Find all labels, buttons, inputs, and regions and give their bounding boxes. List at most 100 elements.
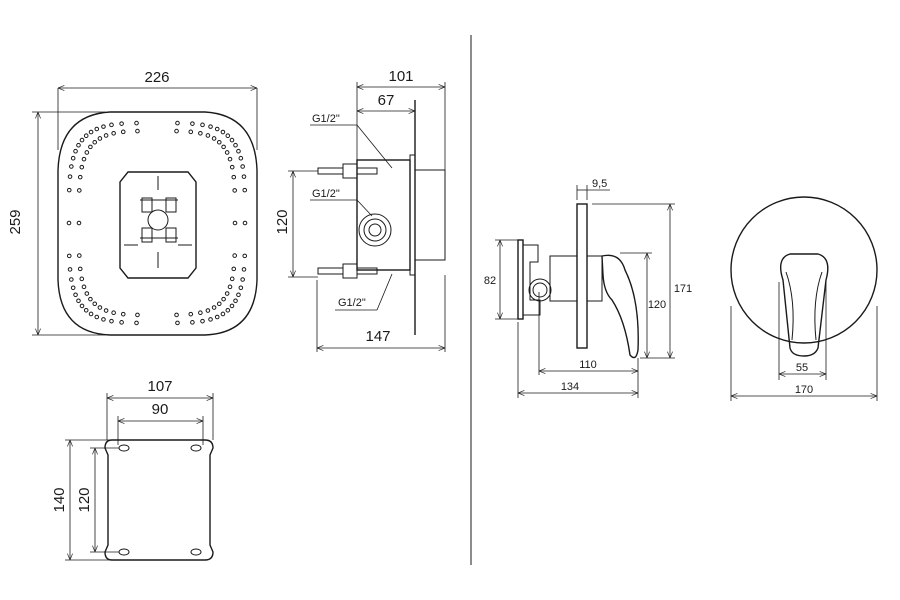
template-hole — [120, 311, 126, 317]
template-hole — [97, 305, 103, 310]
template-hole — [208, 317, 213, 322]
dim-template-width: 226 — [144, 69, 169, 86]
template-hole — [224, 291, 230, 296]
dim-lever-width: 55 — [796, 362, 808, 374]
label-thread-middle: G1/2" — [312, 188, 340, 200]
template-hole — [198, 130, 203, 136]
template-hole — [240, 164, 245, 169]
template-hole — [67, 174, 73, 179]
dim-plate-inner-width: 90 — [152, 401, 169, 418]
template-hole — [216, 301, 222, 307]
template-hole — [198, 310, 203, 316]
template-hole — [232, 253, 237, 258]
template-hole — [188, 129, 194, 135]
template-hole — [227, 156, 233, 162]
box-detail — [124, 176, 192, 268]
template-hole — [135, 128, 140, 134]
template-hole — [81, 284, 87, 290]
template-hole — [66, 220, 72, 226]
template-hole-pattern — [66, 120, 248, 326]
template-hole — [69, 277, 74, 282]
dim-body-height: 82 — [484, 275, 496, 287]
template-hole — [220, 311, 226, 317]
template-hole — [211, 136, 217, 141]
template-hole — [77, 253, 82, 258]
template-hole — [77, 174, 83, 180]
template-hole — [97, 136, 103, 141]
template-hole — [79, 303, 85, 309]
template-hole — [111, 130, 116, 136]
mixer-front-view: 55 170 — [730, 196, 878, 401]
template-hole — [83, 133, 89, 138]
label-thread-top: G1/2" — [312, 113, 340, 125]
template-hole — [233, 298, 238, 304]
template-hole — [76, 220, 82, 226]
template-hole — [188, 311, 194, 317]
template-hole — [84, 291, 90, 296]
template-hole — [174, 128, 179, 134]
dim-plate-depth: 67 — [378, 92, 395, 109]
template-hole — [101, 317, 106, 322]
template-hole — [200, 318, 205, 324]
template-hole — [119, 121, 124, 126]
template-hole — [84, 150, 90, 155]
template-hole — [66, 253, 72, 259]
template-hole — [77, 188, 82, 193]
dim-total-depth: 101 — [388, 68, 413, 85]
template-hole — [79, 276, 85, 282]
template-hole — [231, 174, 237, 180]
template-hole — [67, 267, 73, 272]
template-hole — [111, 310, 116, 316]
template-hole — [233, 142, 238, 148]
template-hole — [76, 142, 81, 148]
dim-inlet-spacing: 120 — [274, 209, 291, 234]
template-hole — [242, 187, 248, 193]
dim-rosette-diameter: 170 — [795, 384, 813, 396]
template-hole — [70, 155, 76, 161]
template-hole — [229, 303, 235, 309]
template-hole — [81, 156, 87, 162]
template-hole — [221, 144, 226, 150]
template-hole — [236, 292, 241, 298]
template-hole — [70, 285, 76, 291]
template-hole — [77, 266, 83, 272]
template-hole — [229, 137, 235, 143]
dim-template-height: 259 — [7, 209, 24, 234]
template-hole — [214, 314, 220, 320]
template-hole — [238, 285, 244, 291]
template-hole — [109, 122, 114, 128]
template-hole — [241, 267, 247, 272]
template-hole — [88, 144, 93, 150]
template-hole — [103, 308, 109, 313]
template-hole — [88, 296, 93, 302]
dim-plate-outer-width: 107 — [147, 378, 172, 395]
template-hole — [211, 305, 217, 310]
template-hole — [92, 301, 98, 307]
dim-lever-reach: 110 — [579, 359, 597, 371]
template-hole — [238, 155, 244, 161]
template-hole — [242, 220, 248, 226]
template-hole — [229, 276, 235, 282]
dim-box-length: 147 — [365, 328, 390, 345]
template-hole — [103, 133, 109, 138]
template-hole — [94, 314, 100, 320]
template-hole — [135, 312, 140, 318]
template-hole — [174, 312, 179, 318]
dim-plate-thickness: 9,5 — [592, 178, 607, 190]
template-hole — [205, 308, 211, 313]
template-hole — [92, 139, 98, 145]
template-hole — [232, 188, 237, 193]
mounting-plate-view: 107 90 140 120 — [51, 378, 214, 561]
template-hole — [119, 320, 124, 325]
installation-box-plate — [119, 171, 197, 279]
template-hole — [216, 139, 222, 145]
template-hole — [214, 126, 220, 132]
front-template-view: 226 259 — [7, 69, 258, 336]
label-thread-bottom: G1/2" — [338, 297, 366, 309]
template-hole — [76, 298, 81, 304]
template-hole — [190, 320, 195, 325]
template-hole — [83, 308, 89, 313]
dim-plate-inner-height: 120 — [76, 487, 93, 512]
template-hole — [101, 124, 106, 129]
